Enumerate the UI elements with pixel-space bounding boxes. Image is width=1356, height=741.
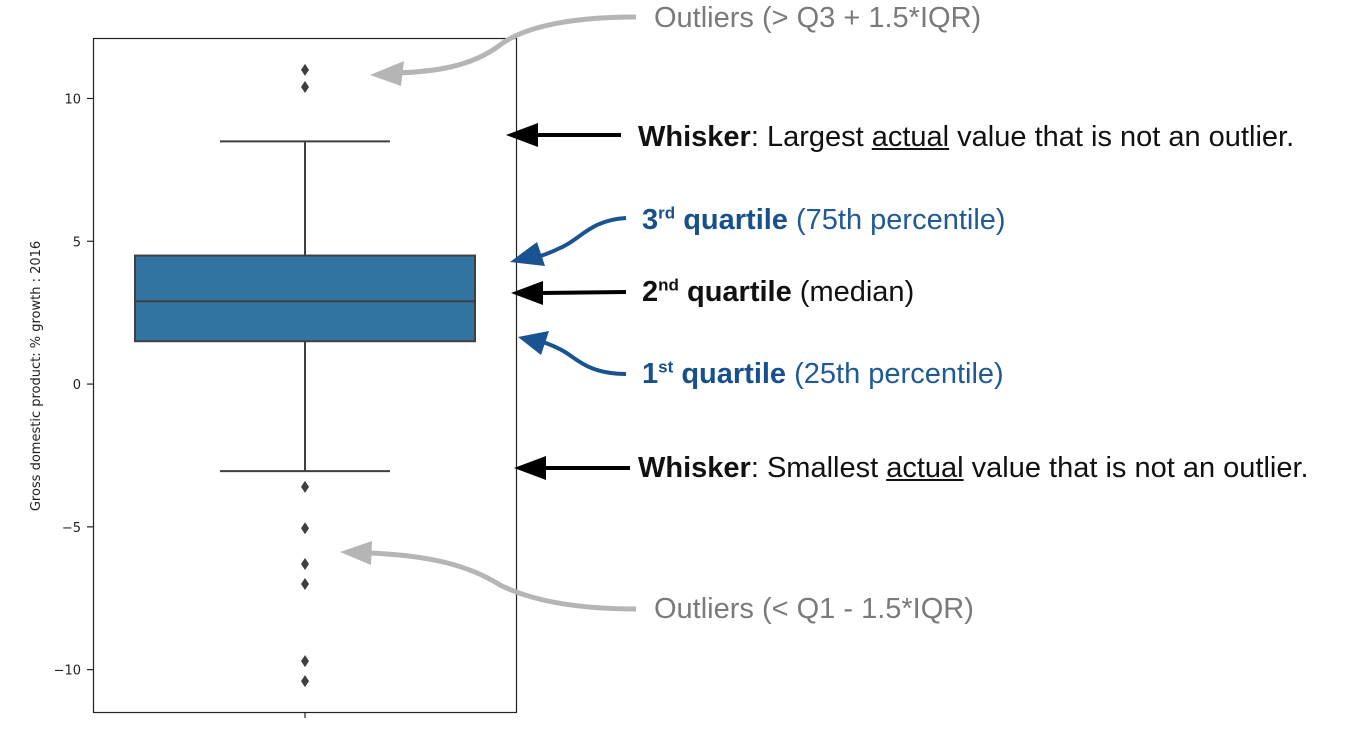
q1-num: 1 [642,358,659,390]
y-tick-label: −10 [54,664,81,679]
y-axis-label: Gross domestic product: % growth : 2016 [29,241,44,511]
outlier-point [301,522,309,535]
outlier-point [301,675,309,688]
q3-arrowhead [510,242,545,266]
median-arrow [539,290,627,295]
median-arrowhead [511,281,543,305]
outliers [301,63,309,688]
whisker-high-term: Whisker [638,121,751,153]
y-tick-label: 0 [73,378,81,393]
outliers-low-annotation: Outliers (< Q1 - 1.5*IQR) [654,593,974,625]
whisker-low-pre: : Smallest [750,452,887,484]
whisker-low-term: Whisker [638,452,751,484]
outliers-high-arrowhead [370,61,404,86]
outliers-high-annotation: Outliers (> Q3 + 1.5*IQR) [654,2,982,34]
q1-term: quartile [673,358,787,390]
whisker-high-underlined: actual [871,121,950,153]
q1-desc: (25th percentile) [786,358,1004,390]
q3-term: quartile [675,204,788,236]
outlier-point [301,63,309,76]
whisker-high-annotation: Whisker: Largest actual value that is no… [638,120,1294,154]
q2-term: quartile [678,276,792,308]
whisker-low-arrowhead [514,456,546,480]
whisker-high-arrowhead [506,123,538,147]
whisker-high-pre: : Largest [750,121,872,153]
box-plot [134,63,476,688]
whisker-low-annotation: Whisker: Smallest actual value that is n… [638,451,1309,485]
q3-num: 3 [642,204,659,236]
outliers-low-arrow [367,550,637,612]
outlier-point [301,577,309,590]
outlier-point [301,480,309,493]
q3-sup: rd [658,203,676,223]
outliers-low-arrowhead [340,541,372,565]
q3-annotation: 3rd quartile (75th percentile) [642,203,1006,237]
y-tick-label: 10 [64,92,81,107]
outlier-point [301,655,309,668]
q2-num: 2 [642,276,659,308]
whisker-high-post: value that is not an outlier. [949,121,1295,153]
outliers-high-arrow [394,14,637,76]
outlier-point [301,557,309,570]
q1-annotation: 1st quartile (25th percentile) [642,357,1004,391]
iqr-box [134,254,476,343]
q3-desc: (75th percentile) [787,204,1006,236]
q3-arrow [534,216,627,260]
whisker-low-underlined: actual [886,452,964,484]
whisker-low-post: value that is not an outlier. [963,452,1309,484]
q2-desc: (median) [791,276,915,308]
q1-sup: st [658,357,674,377]
outlier-point [301,81,309,94]
q1-arrow [542,340,627,376]
y-tick-label: −5 [62,521,81,536]
q1-arrowhead [518,331,549,355]
q2-annotation: 2nd quartile (median) [642,275,914,309]
y-tick-label: 5 [73,235,81,250]
annotation-arrows [340,14,637,612]
y-axis: 10 5 0 −5 −10 [54,92,94,679]
q2-sup: nd [658,275,679,295]
